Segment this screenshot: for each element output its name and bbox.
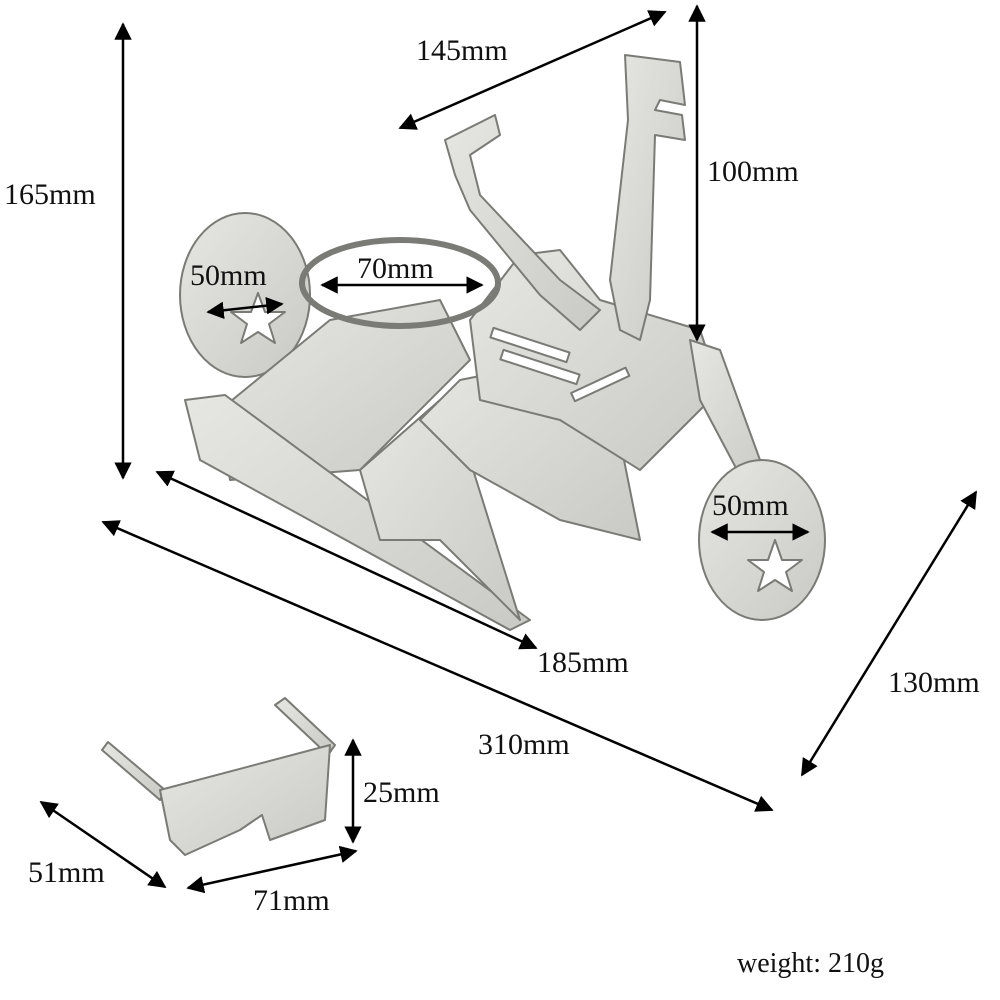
arrow-glasses-width: [186, 845, 358, 894]
label-glasses-height: 25mm: [363, 776, 440, 809]
label-glasses-depth: 51mm: [28, 856, 105, 889]
label-glasses-width: 71mm: [253, 884, 330, 917]
front-wheel-shape: [698, 459, 826, 621]
label-overall-length: 310mm: [478, 728, 570, 761]
motorcycle-wine-holder-illustration: [179, 54, 826, 631]
arrow-overall-length: [101, 520, 774, 812]
label-top-width: 145mm: [416, 34, 508, 67]
label-rear-wheel: 50mm: [190, 259, 267, 292]
handlebar-shape: [444, 114, 601, 331]
label-total-height: 165mm: [4, 178, 96, 211]
cup-ring-shape: [299, 237, 501, 329]
label-handlebar-height: 100mm: [707, 155, 799, 188]
arrow-top-width: [398, 10, 667, 130]
label-depth: 130mm: [888, 666, 980, 699]
arrow-depth: [800, 490, 978, 777]
label-base-length: 185mm: [537, 646, 629, 679]
glasses-accessory-illustration: [101, 697, 336, 856]
label-ring-diameter: 70mm: [357, 252, 434, 285]
arrow-glasses-depth: [39, 800, 167, 889]
weight-label: weight: 210g: [737, 948, 884, 979]
handlebar-upright-shape: [609, 54, 686, 341]
label-front-wheel: 50mm: [712, 489, 789, 522]
arrow-rear-wheel: [206, 296, 284, 320]
dimension-arrows: [39, 4, 978, 894]
